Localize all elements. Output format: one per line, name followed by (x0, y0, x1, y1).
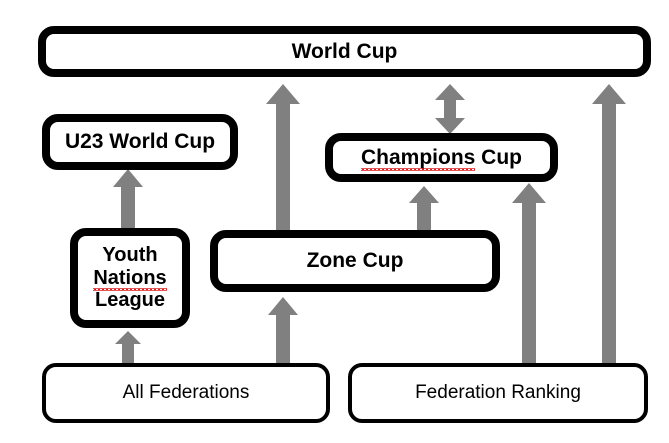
node-all-federations: All Federations (42, 363, 330, 423)
node-zone-cup-label: Zone Cup (306, 249, 404, 273)
spellcheck-underline-nations: Nations (93, 266, 168, 292)
node-youth-line-3: League (94, 289, 166, 312)
arrow-zone-cup-to-champions-cup (406, 186, 442, 232)
arrow-federation-ranking-to-champions-cup (508, 183, 550, 365)
arrow-all-federations-to-zone-cup (265, 297, 301, 365)
node-champions-cup-label-suffix: Cup (475, 145, 522, 169)
node-youth-nations-league-label: Youth Nations League (93, 244, 168, 312)
node-champions-cup-label: Champions Cup (361, 145, 522, 171)
node-zone-cup: Zone Cup (210, 230, 500, 292)
node-all-federations-label: All Federations (122, 382, 250, 404)
node-federation-ranking: Federation Ranking (348, 363, 648, 423)
node-world-cup-label: World Cup (291, 39, 398, 63)
node-youth-line-1: Youth (102, 244, 158, 267)
node-u23-world-cup: U23 World Cup (42, 114, 238, 170)
node-world-cup: World Cup (38, 26, 651, 77)
node-youth-nations-league: Youth Nations League (70, 228, 190, 328)
arrow-all-federations-to-youth-nations-league (112, 331, 144, 365)
node-champions-cup: Champions Cup (325, 133, 558, 182)
arrow-youth-nations-league-to-u23-world-cup (110, 169, 146, 231)
arrow-world-cup-champions-cup-bidirectional (432, 84, 468, 134)
arrow-zone-cup-to-world-cup (262, 84, 304, 230)
arrow-federation-ranking-to-world-cup (588, 84, 630, 365)
spellcheck-underline-champions: Champions (361, 145, 476, 171)
node-federation-ranking-label: Federation Ranking (415, 382, 581, 404)
node-u23-world-cup-label: U23 World Cup (64, 130, 216, 154)
